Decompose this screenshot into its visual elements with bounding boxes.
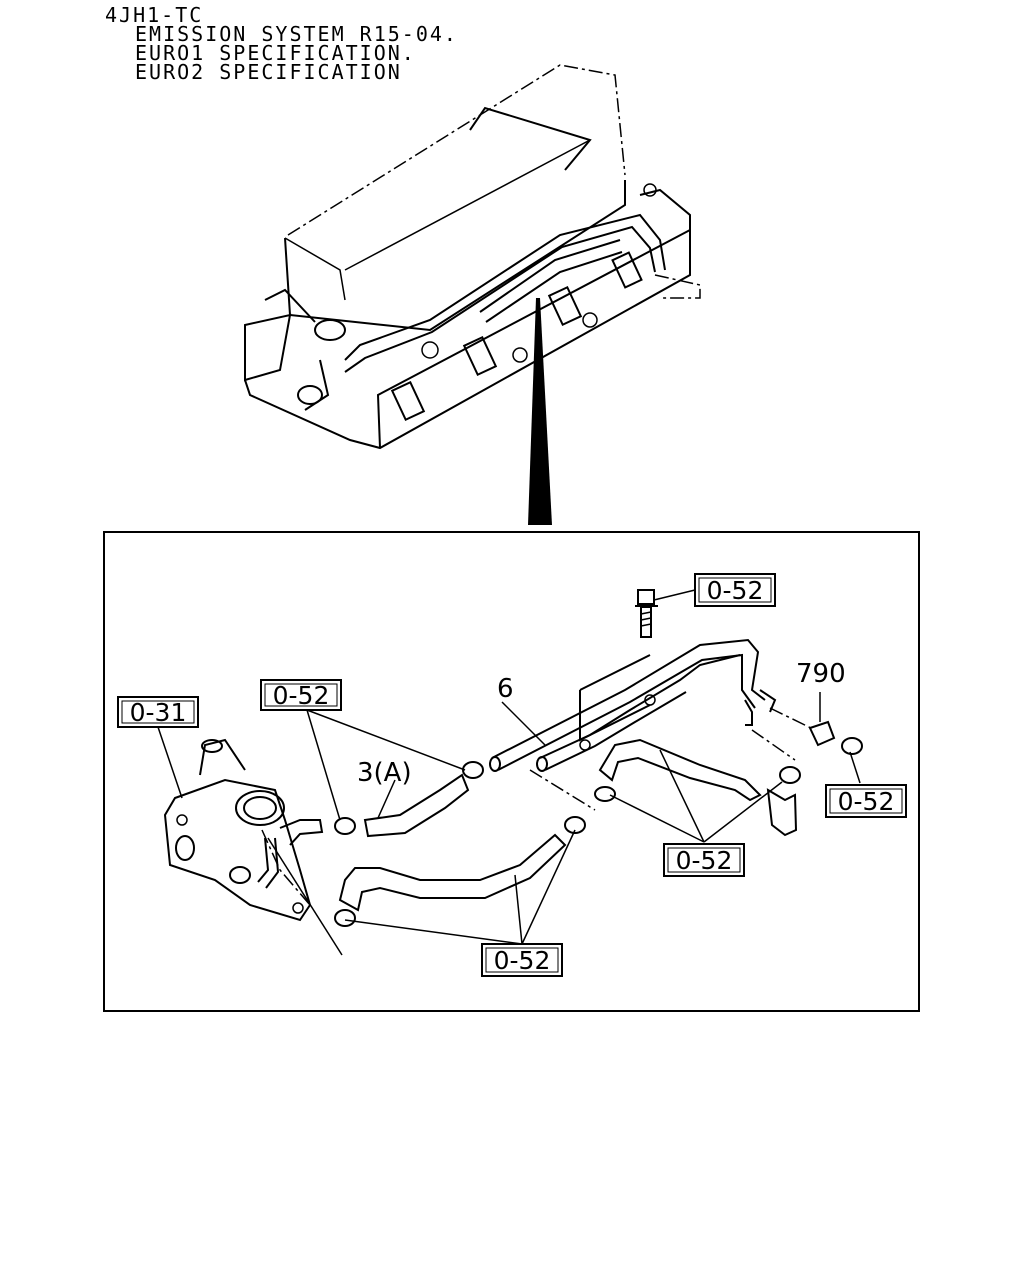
diagram-header: 4JH1-TC EMISSION SYSTEM R15-04. EURO1 SP…	[105, 3, 458, 84]
right-hose	[598, 738, 762, 802]
callout-0-52-bottom: 0-52	[494, 946, 551, 975]
callout-box-0-52-middle: 0-52	[663, 843, 745, 877]
hose-clamp-3	[334, 909, 356, 927]
hose-3a	[363, 773, 470, 838]
callout-0-52-upper-left: 0-52	[273, 681, 330, 710]
callout-box-0-52-bottom: 0-52	[481, 943, 563, 977]
callout-box-0-52-bolt: 0-52	[694, 573, 776, 607]
outlet-pipe-end	[314, 319, 346, 341]
callout-0-52-bolt: 0-52	[707, 576, 764, 605]
hose-clamp-1	[334, 817, 356, 835]
pipe-assembly-6	[489, 638, 777, 772]
thermostat-housing	[244, 313, 292, 382]
cap-790	[808, 720, 836, 747]
hose-clamp-2	[462, 761, 484, 779]
detail-frame	[103, 531, 920, 1012]
callout-0-52-right: 0-52	[838, 787, 895, 816]
outlet-nipple	[279, 819, 324, 846]
thermostat-housing-detail	[163, 738, 312, 922]
rocker-cover-ridge	[469, 106, 592, 171]
lower-hose	[338, 833, 567, 912]
callout-box-0-31: 0-31	[117, 696, 199, 728]
hose-clamp-6	[779, 766, 801, 784]
callout-0-52-middle: 0-52	[676, 846, 733, 875]
port-3	[547, 285, 583, 327]
system-title: EMISSION SYSTEM R15-04.	[135, 22, 458, 46]
spec-line-1: EURO1 SPECIFICATION.	[135, 41, 416, 65]
rocker-cover-outline	[287, 64, 626, 236]
part-label-3a: 3(A)	[357, 758, 412, 788]
hose-clamp-7	[841, 737, 863, 755]
rocker-cover-body	[284, 180, 626, 332]
callout-0-31: 0-31	[130, 698, 187, 727]
detail-pointer	[528, 298, 552, 525]
callout-box-0-52-upper-left: 0-52	[260, 679, 342, 711]
egr-pipe-upper	[344, 213, 666, 361]
part-label-6: 6	[497, 674, 514, 704]
part-label-790: 790	[796, 659, 846, 689]
port-4	[611, 251, 643, 289]
callout-box-0-52-right: 0-52	[825, 784, 907, 818]
engine-head-illustration	[244, 64, 701, 450]
spec-line-2: EURO2 SPECIFICATION	[135, 60, 402, 84]
hose-clamp-4	[564, 816, 586, 834]
leader-lines	[157, 589, 861, 956]
engine-model: 4JH1-TC	[105, 3, 204, 27]
port-1	[390, 380, 426, 422]
hose-clamp-5	[594, 786, 616, 802]
port-2	[462, 335, 498, 377]
short-hose	[766, 788, 798, 837]
mounting-bolt	[635, 589, 658, 638]
